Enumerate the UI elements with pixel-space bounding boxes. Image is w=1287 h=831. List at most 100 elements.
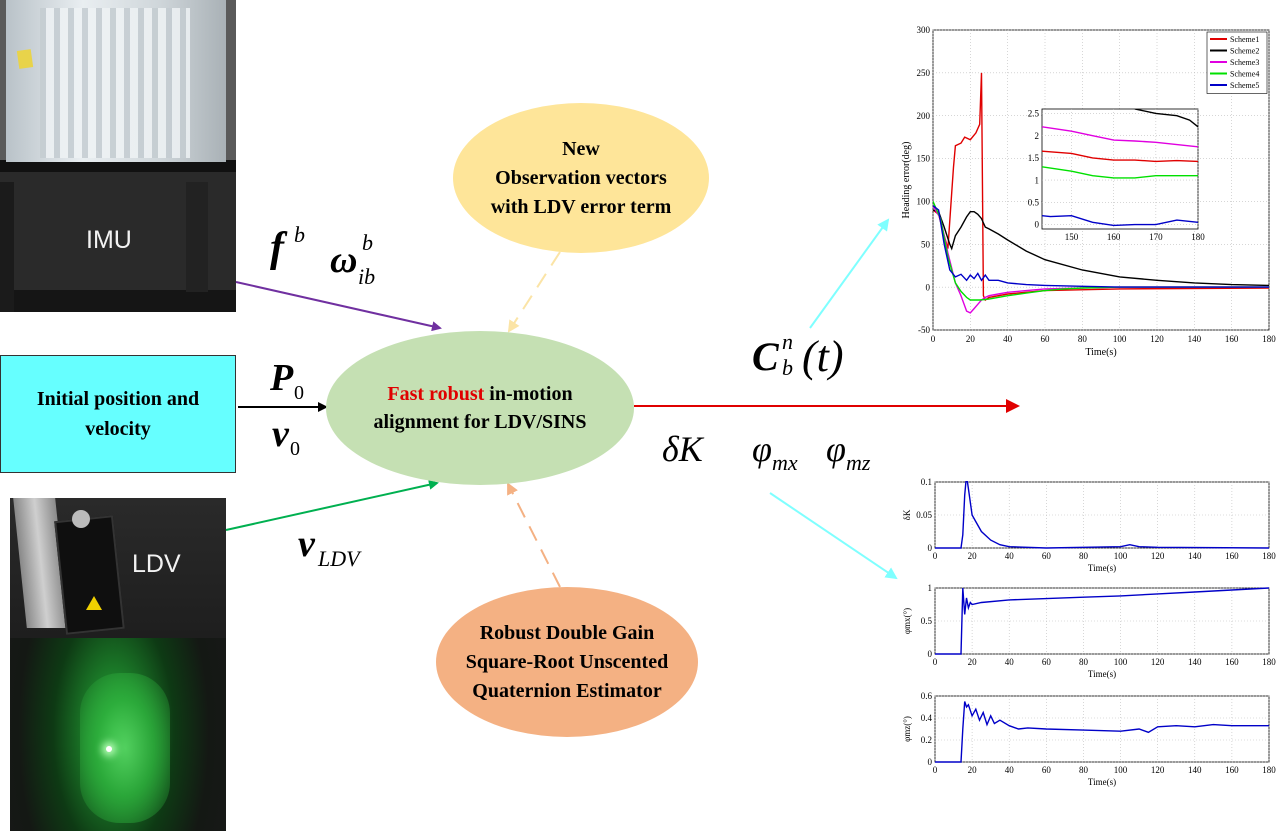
symbol-phi-mx-phi: φ <box>752 429 772 469</box>
heading-ylabel: Heading error(deg) <box>901 142 912 219</box>
top-ellipse-line-2: Observation vectors <box>495 166 667 189</box>
symbol-C-arg: (t) <box>802 332 844 381</box>
inset-xtick-label: 180 <box>1191 232 1205 242</box>
heading-ytick-label: 250 <box>917 68 931 78</box>
inset-ytick-label: 2 <box>1035 131 1040 141</box>
heading-xtick-label: 60 <box>1041 334 1051 344</box>
inset-xtick-label: 160 <box>1107 232 1121 242</box>
center-ellipse: Fast robust in-motion alignment for LDV/… <box>326 331 634 485</box>
phimx-series <box>935 587 1269 655</box>
heading-ytick-label: 300 <box>917 25 931 35</box>
phimz-ytick-label: 0.4 <box>921 713 933 723</box>
top-ellipse-line-3: with LDV error term <box>490 195 672 218</box>
symbol-v-sub: 0 <box>290 438 300 460</box>
heading-ytick-label: 100 <box>917 197 931 207</box>
input-box: Initial position and velocity <box>0 355 236 473</box>
dk-xtick-label: 80 <box>1079 551 1089 561</box>
top-dashed-arrow <box>507 251 561 333</box>
heading-xtick-label: 20 <box>966 334 976 344</box>
dk-ytick-label: 0.1 <box>921 477 932 487</box>
phimx-xtick-label: 140 <box>1188 657 1202 667</box>
symbol-phi-mx-sub: mx <box>772 450 798 475</box>
ldv-label: LDV <box>132 550 181 578</box>
phimz-xtick-label: 80 <box>1079 765 1089 775</box>
dk-xtick-label: 120 <box>1151 551 1165 561</box>
symbol-phi-mz-phi: φ <box>826 429 846 469</box>
heading-xtick-label: 80 <box>1078 334 1088 344</box>
phimx-xtick-label: 20 <box>968 657 978 667</box>
dk-ytick-label: 0.05 <box>916 510 932 520</box>
phimx-ytick-label: 0.5 <box>921 616 933 626</box>
heading-xtick-label: 0 <box>931 334 936 344</box>
bottom-ellipse: Robust Double Gain Square-Root Unscented… <box>436 587 698 737</box>
phimz-xtick-label: 100 <box>1114 765 1128 775</box>
phimx-xtick-label: 40 <box>1005 657 1015 667</box>
heading-ytick-label: -50 <box>918 325 930 335</box>
heading-xlabel: Time(s) <box>1085 347 1116 358</box>
inset-ytick-label: 2.5 <box>1028 109 1040 119</box>
dk-xtick-label: 160 <box>1225 551 1239 561</box>
heading-series-scheme5 <box>933 205 1269 288</box>
heading-xtick-label: 40 <box>1003 334 1013 344</box>
bottom-ellipse-line-2: Square-Root Unscented <box>465 650 669 673</box>
phimx-ytick-label: 0 <box>928 649 933 659</box>
phimx-xtick-label: 60 <box>1042 657 1052 667</box>
phimx-xtick-label: 120 <box>1151 657 1165 667</box>
inset-ytick-label: 0.5 <box>1028 197 1040 207</box>
phimz-xtick-label: 60 <box>1042 765 1052 775</box>
phimz-xtick-label: 160 <box>1225 765 1239 775</box>
phimz-frame <box>934 695 1270 763</box>
symbol-P-sub: 0 <box>294 382 304 404</box>
heading-ytick-label: 50 <box>921 239 931 249</box>
phimx-ytick-label: 1 <box>928 583 933 593</box>
inset-frame <box>1041 108 1199 230</box>
inset-xtick-label: 170 <box>1149 232 1163 242</box>
dk-xtick-label: 140 <box>1188 551 1202 561</box>
heading-xtick-label: 100 <box>1113 334 1127 344</box>
ldv-photo: LDV <box>10 498 226 831</box>
heading-xtick-label: 180 <box>1262 334 1276 344</box>
ldv-arrow <box>225 479 439 531</box>
phimx-xtick-label: 180 <box>1262 657 1276 667</box>
symbol-C-sup: n <box>782 329 793 354</box>
symbol-C: C <box>752 334 779 379</box>
phimz-xtick-label: 120 <box>1151 765 1165 775</box>
symbol-f-sup: b <box>294 222 305 247</box>
symbol-f: f <box>270 225 284 271</box>
symbol-vldv-sub: LDV <box>318 546 360 571</box>
symbol-vldv-v: v <box>298 523 315 565</box>
center-text-1: in-motion <box>484 383 573 405</box>
heading-series-scheme2 <box>933 209 1269 287</box>
symbol-phi-mz-sub: mz <box>846 450 871 475</box>
symbol-omega-sub: ib <box>358 264 376 289</box>
inset-series-scheme5 <box>1042 214 1198 227</box>
imu-label: IMU <box>86 226 132 254</box>
dk-xtick-label: 20 <box>968 551 978 561</box>
heading-ytick-label: 0 <box>926 282 931 292</box>
phimx-xtick-label: 160 <box>1225 657 1239 667</box>
dk-frame <box>934 481 1270 549</box>
phimx-xlabel: Time(s) <box>1088 669 1116 679</box>
dk-xtick-label: 180 <box>1262 551 1276 561</box>
heading-legend-label-scheme4: Scheme4 <box>1230 70 1259 79</box>
phimx-ylabel: φmx(°) <box>902 608 912 634</box>
phimx-xtick-label: 0 <box>933 657 938 667</box>
cyan-arrow-down <box>769 492 898 580</box>
symbol-v: v <box>272 413 289 455</box>
heading-ytick-label: 150 <box>917 154 931 164</box>
symbol-omega: ω <box>330 239 358 281</box>
heading-legend-label-scheme5: Scheme5 <box>1230 81 1259 90</box>
phimx-frame <box>934 587 1270 655</box>
heading-ytick-label: 200 <box>917 111 931 121</box>
heading-xtick-label: 140 <box>1188 334 1202 344</box>
inset-series-scheme1 <box>1042 150 1198 163</box>
dk-xtick-label: 100 <box>1114 551 1128 561</box>
inset-series-scheme4 <box>1042 166 1198 179</box>
imu-arrow <box>235 281 442 332</box>
dk-xtick-label: 40 <box>1005 551 1015 561</box>
phimz-series <box>935 701 1269 763</box>
